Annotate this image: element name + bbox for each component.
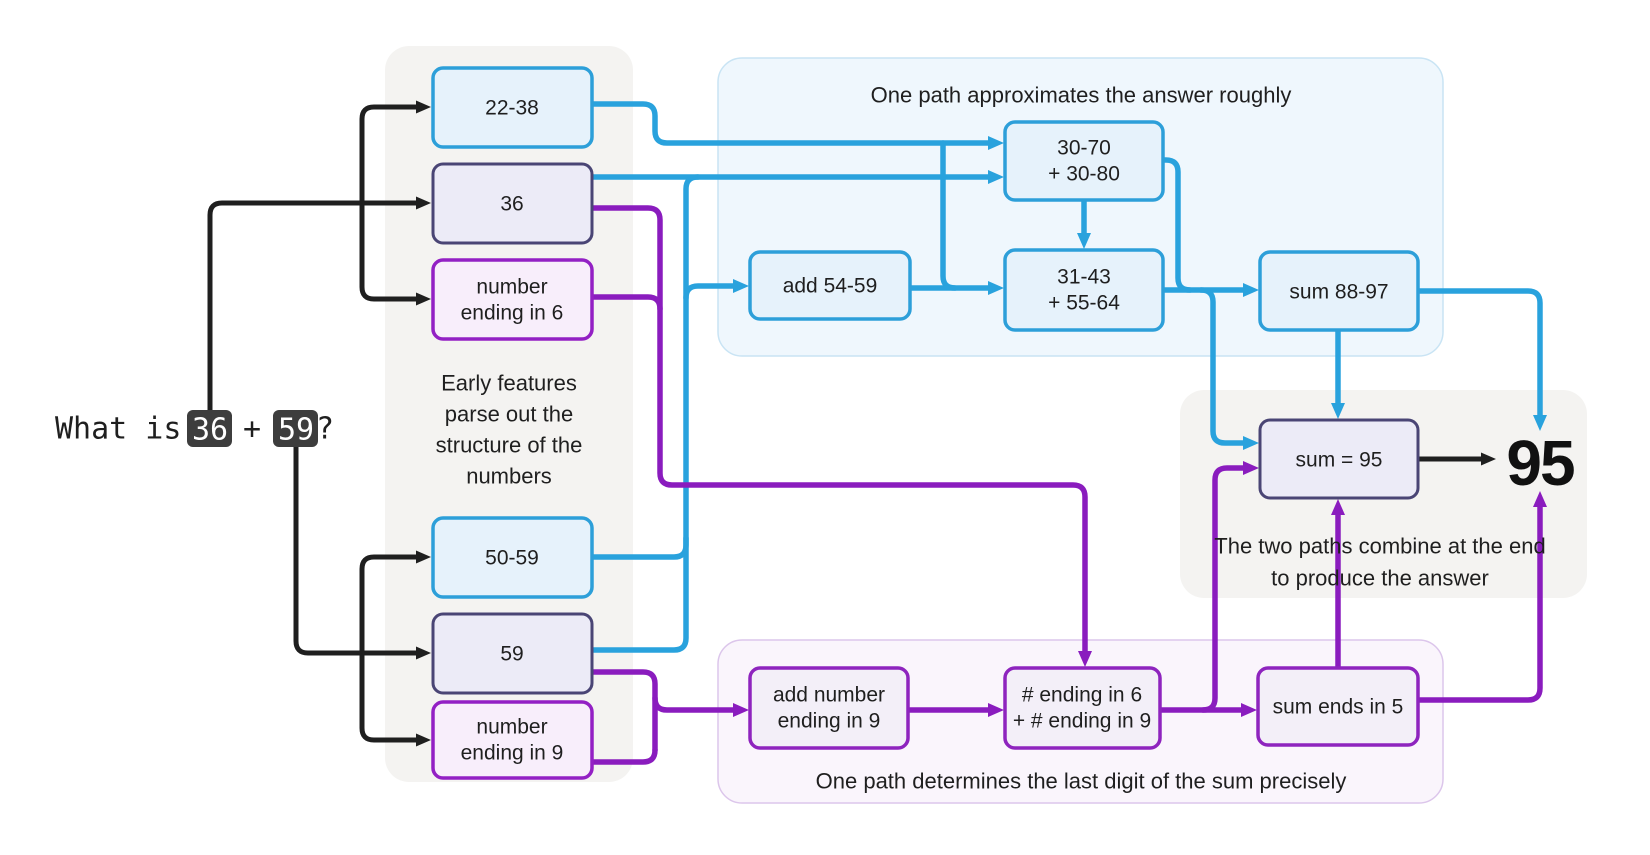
node-lookup-label-line2: + # ending in 9	[1013, 710, 1151, 733]
node-range1	[431, 66, 594, 149]
node-approx-out-label: sum 88-97	[1289, 281, 1388, 304]
purple-arrows	[589, 205, 1547, 765]
node-range2	[431, 516, 594, 599]
left-caption-line1: Early features	[441, 371, 577, 396]
left-caption-line2: parse out the	[445, 402, 573, 427]
node-add-range	[748, 250, 912, 321]
node-approx-out	[1258, 250, 1420, 332]
node-addend2-label: 59	[500, 643, 523, 666]
arrow-range1-to-approx-input	[589, 101, 1004, 150]
line-ending9-join-trunk	[589, 747, 658, 765]
arrow-approx-out-to-answer	[1415, 288, 1547, 431]
node-ones-out	[1256, 666, 1420, 747]
node-approx-input	[1003, 120, 1165, 202]
prompt: What is 36 + 59 ?	[55, 410, 334, 448]
left-caption-line4: numbers	[466, 464, 552, 489]
node-ending9	[431, 700, 594, 780]
node-approx-sum-label-line2: + 55-64	[1048, 292, 1120, 315]
node-add-ending	[748, 666, 910, 750]
answer-value: 95	[1506, 427, 1574, 499]
prompt-prefix: What is	[55, 412, 181, 447]
line-59-trunk-down	[589, 669, 658, 753]
prompt-question-mark: ?	[316, 412, 334, 447]
node-range1-label: 22-38	[485, 97, 539, 120]
arrow-token59-to-ending9	[359, 650, 431, 747]
precise-panel-title: One path determines the last digit of th…	[816, 769, 1347, 794]
node-range2-label: 50-59	[485, 547, 539, 570]
node-ending6-label-line2: ending in 6	[461, 302, 564, 325]
black-arrows	[207, 100, 1496, 747]
node-ending6	[431, 258, 594, 341]
node-lookup	[1003, 666, 1162, 750]
node-ending9-label-line1: number	[476, 716, 547, 739]
captions: One path approximates the answer roughly…	[436, 83, 1546, 794]
arrow-36-to-lookup	[589, 205, 1092, 667]
token-36-highlight	[187, 410, 232, 447]
node-ending6-label-line1: number	[476, 276, 547, 299]
arrow-ones-branch-to-sum	[1200, 461, 1259, 713]
combine-caption-line1: The two paths combine at the end	[1214, 534, 1545, 559]
node-addend2	[431, 612, 594, 695]
arrow-trunk-to-add-ending	[652, 695, 749, 717]
arrow-ones-out-to-answer	[1415, 491, 1547, 703]
node-sum	[1258, 418, 1420, 500]
line-ending6-join-trunk	[589, 294, 663, 312]
node-approx-input-label-line1: 30-70	[1057, 137, 1111, 160]
arrow-token59-to-59	[293, 443, 431, 660]
arrow-token36-to-range1	[359, 100, 431, 206]
arrow-token36-to-36	[207, 196, 431, 413]
arrow-token59-to-range2	[359, 550, 431, 656]
arrow-trunk-to-add-range	[683, 279, 749, 301]
node-addend1-label: 36	[500, 193, 523, 216]
line-range2-join-trunk	[589, 535, 689, 560]
token-36: 36	[192, 413, 228, 448]
line-59-trunk-up	[589, 174, 701, 653]
node-add-ending-label-line1: add number	[773, 684, 885, 707]
blue-arrows	[589, 101, 1547, 653]
node-addend1	[431, 162, 594, 245]
node-labels: 22-38 36 number ending in 6 50-59 59 num…	[461, 97, 1404, 765]
node-ones-out-label: sum ends in 5	[1273, 696, 1404, 719]
node-add-ending-label-line2: ending in 9	[778, 710, 881, 733]
feature-boxes	[431, 66, 1420, 780]
arrow-approx-branch-to-sum	[1198, 287, 1259, 450]
combine-caption-line2: to produce the answer	[1271, 566, 1489, 591]
left-caption-line3: structure of the	[436, 433, 583, 458]
node-approx-sum	[1003, 248, 1165, 332]
node-add-range-label: add 54-59	[783, 275, 878, 298]
arrow-token36-to-ending6	[359, 200, 431, 306]
prompt-plus: +	[243, 412, 261, 447]
token-59-highlight	[273, 410, 318, 447]
approx-panel-title: One path approximates the answer roughly	[871, 83, 1292, 108]
node-approx-sum-label-line1: 31-43	[1057, 266, 1111, 289]
node-approx-input-label-line2: + 30-80	[1048, 163, 1120, 186]
node-sum-label: sum = 95	[1296, 449, 1383, 472]
node-lookup-label-line1: # ending in 6	[1022, 684, 1142, 707]
node-ending9-label-line2: ending in 9	[461, 742, 564, 765]
token-59: 59	[278, 413, 314, 448]
